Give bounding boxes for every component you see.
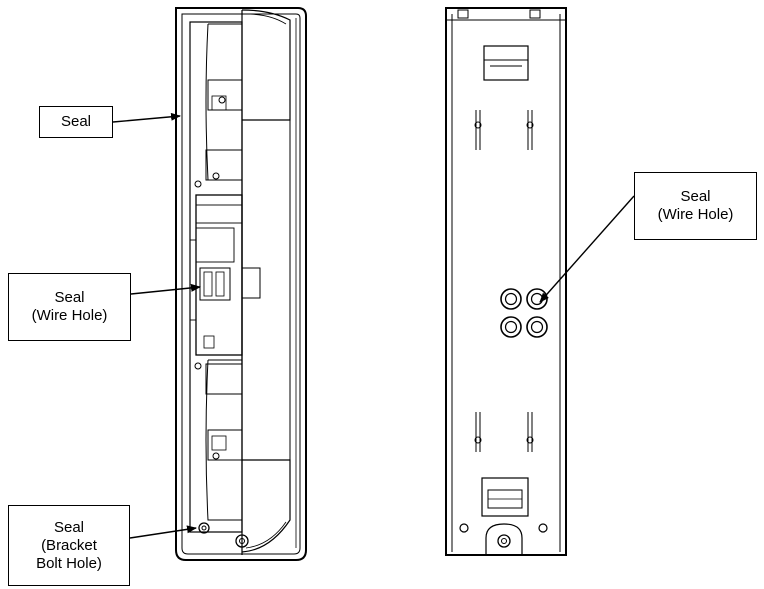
callout-seal-top: Seal [39, 106, 113, 138]
callout-seal-top-line-1: Seal [60, 113, 92, 130]
callout-seal-wire-right-line-2: (Wire Hole) [657, 206, 734, 223]
callout-seal-wire-hole-left: Seal (Wire Hole) [8, 273, 131, 341]
callout-seal-wire-hole-right: Seal (Wire Hole) [634, 172, 757, 240]
callout-seal-bracket-line-2: (Bracket [41, 536, 97, 554]
callout-seal-wire-right-line-1: Seal [680, 188, 711, 205]
leader-seal-top [112, 112, 181, 123]
leader-seal-bracket [129, 525, 197, 539]
right-unit-drawing [445, 7, 567, 556]
callout-seal-bracket-bolt-hole: Seal (Bracket Bolt Hole) [8, 505, 130, 586]
leader-seal-wire-right [539, 195, 635, 303]
callout-seal-bracket-line-3: Bolt Hole) [36, 554, 102, 572]
leader-lines [112, 112, 635, 539]
callout-seal-wire-left-line-2: (Wire Hole) [31, 307, 108, 324]
left-unit-drawing [175, 7, 307, 561]
callout-seal-bracket-line-1: Seal [53, 518, 85, 536]
callout-seal-wire-left-line-1: Seal [54, 289, 85, 306]
leader-seal-wire-left [130, 283, 201, 295]
